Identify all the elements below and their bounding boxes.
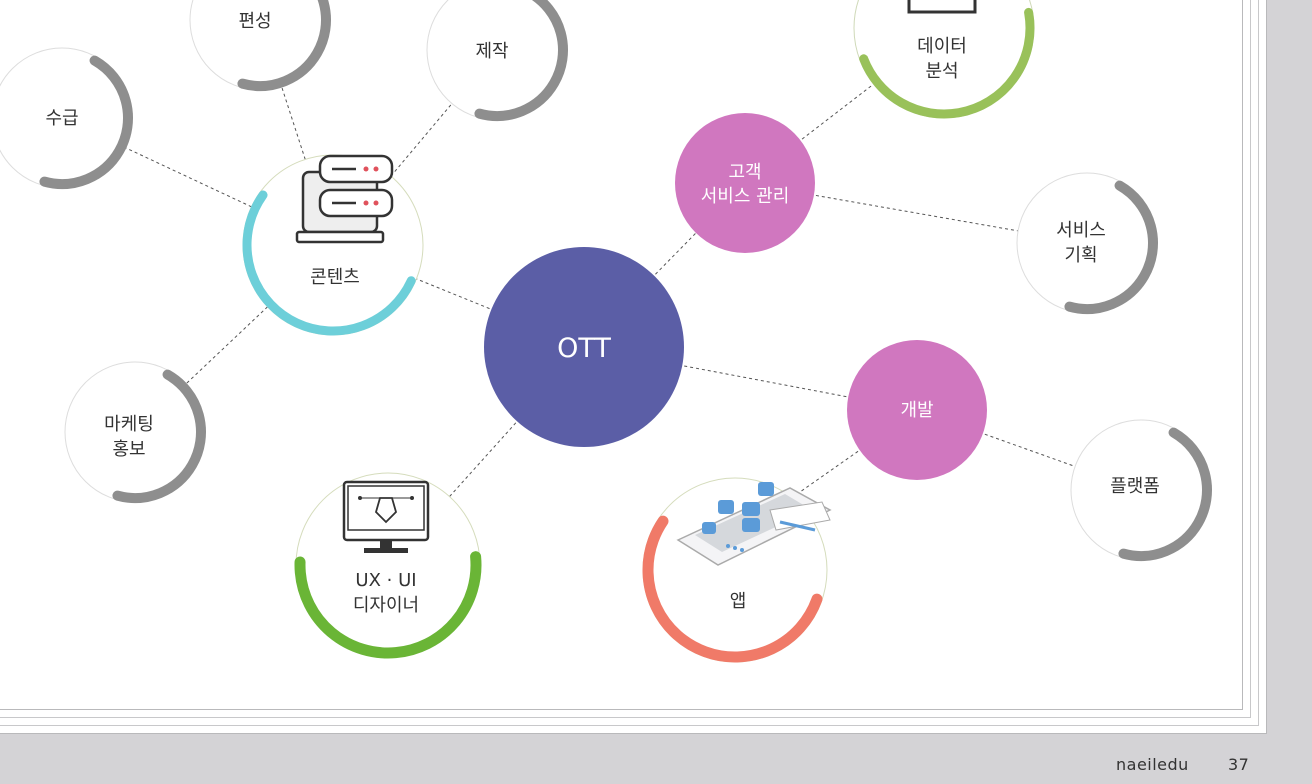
label-pyeonseong: 편성	[238, 11, 271, 32]
label-jejak: 제작	[475, 41, 508, 62]
label-ux-1: UX · UI	[355, 570, 416, 591]
label-app: 앱	[730, 591, 747, 612]
label-ux-2: 디자이너	[353, 595, 419, 616]
server-icon	[295, 154, 394, 244]
node-sugeup: 수급	[0, 47, 133, 189]
node-pyeonseong: 편성	[189, 0, 331, 91]
node-app: 앱	[642, 477, 832, 663]
node-data-analysis: 데이터 분석	[853, 0, 1035, 119]
node-platform: 플랫폼	[1070, 419, 1212, 561]
footer-brand: naeiledu	[1116, 755, 1189, 774]
label-marketing-2: 홍보	[112, 439, 145, 460]
label-marketing-1: 마케팅	[104, 414, 154, 435]
label-customer-2: 서비스 관리	[701, 186, 790, 207]
node-jejak: 제작	[426, 0, 568, 121]
node-service-planning: 서비스 기획	[1016, 172, 1158, 315]
monitor-icon	[907, 0, 977, 14]
node-ux-ui: UX · UI 디자이너	[294, 471, 482, 659]
node-marketing: 마케팅 홍보	[64, 361, 206, 503]
node-contents: 콘텐츠	[242, 154, 424, 336]
node-development: 개발	[847, 340, 987, 480]
label-contents: 콘텐츠	[310, 267, 360, 288]
label-service-planning-1: 서비스	[1056, 220, 1106, 241]
node-ott: OTT	[484, 247, 684, 447]
page-number: 37	[1228, 755, 1250, 774]
label-ott: OTT	[557, 333, 611, 364]
label-sugeup: 수급	[45, 108, 78, 129]
monitor-pen-icon	[342, 480, 430, 553]
label-platform: 플랫폼	[1110, 476, 1160, 497]
label-data-2: 분석	[925, 61, 958, 82]
label-service-planning-2: 기획	[1064, 245, 1097, 266]
phone-app-icon	[676, 482, 832, 566]
label-development: 개발	[900, 400, 933, 421]
node-customer-service: 고객 서비스 관리	[675, 113, 815, 253]
label-customer-1: 고객	[728, 162, 761, 183]
label-data-1: 데이터	[917, 36, 967, 57]
